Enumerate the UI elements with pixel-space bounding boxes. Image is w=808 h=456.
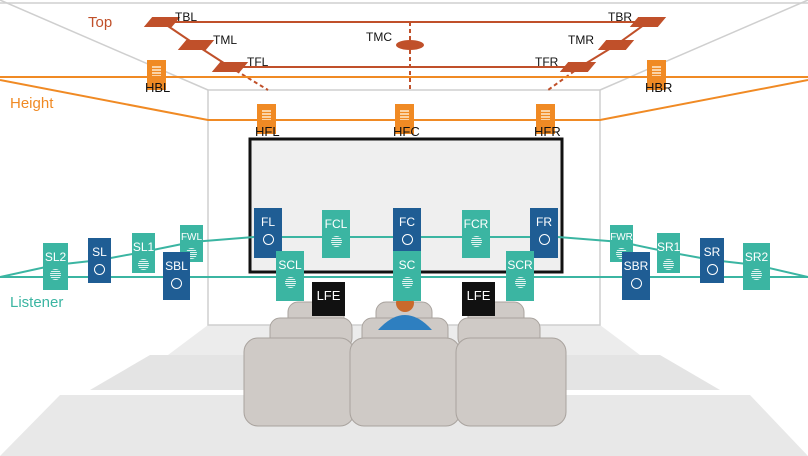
listener-speaker-scl: SCL — [276, 251, 304, 301]
circle-driver-icon — [538, 234, 550, 245]
listener-speaker-sbr: SBR — [622, 252, 650, 300]
grille-icon — [330, 236, 342, 247]
height-speaker-hbl — [147, 60, 166, 90]
speaker-label: SBL — [165, 259, 188, 273]
listener-speaker-sr1: SR1 — [657, 233, 680, 273]
circle-driver-icon — [706, 264, 718, 275]
grille-icon — [514, 277, 526, 288]
listener-speaker-sbl: SBL — [163, 252, 190, 300]
ceiling-speaker-tmc — [396, 40, 424, 50]
circle-driver-icon — [630, 278, 642, 289]
grille-icon — [186, 248, 197, 259]
speaker-label: FC — [399, 215, 415, 229]
listener-speaker-fcr: FCR — [462, 210, 490, 258]
listener-speaker-sr2: SR2 — [743, 243, 770, 290]
grille-icon — [400, 110, 409, 120]
grille-icon — [262, 110, 271, 120]
speaker-label: HFC — [393, 124, 420, 139]
listener-speaker-sl2: SL2 — [43, 243, 68, 290]
grille-icon — [470, 236, 482, 247]
grille-icon — [663, 259, 674, 270]
listener-speaker-fl: FL — [254, 208, 282, 258]
speaker-label: HFL — [255, 124, 280, 139]
speaker-label: TFL — [247, 55, 269, 69]
group-label-top: Top — [88, 14, 113, 31]
listener-speaker-fcl: FCL — [322, 210, 350, 258]
height-speaker-hbr — [647, 60, 666, 90]
circle-driver-icon — [171, 278, 182, 289]
speaker-label: FCL — [324, 217, 348, 231]
speaker-label: SL1 — [132, 240, 155, 254]
listener-speaker-fc: FC — [393, 208, 421, 258]
speaker-label: TMC — [366, 30, 392, 44]
speaker-label: SCL — [278, 258, 302, 272]
speaker-label: FR — [536, 215, 552, 229]
speaker-label: TMR — [568, 33, 594, 47]
speaker-label: TML — [213, 33, 237, 47]
height-speaker-hfr — [536, 104, 555, 134]
speaker-label: TFR — [535, 55, 559, 69]
speaker-label: SBR — [623, 259, 649, 273]
speaker-label: HBR — [645, 80, 673, 95]
grille-icon — [152, 66, 161, 76]
grille-icon — [751, 269, 762, 280]
speaker-label: SCR — [507, 258, 533, 272]
grille-icon — [401, 277, 413, 288]
group-label-height: Height — [10, 95, 54, 112]
speaker-label: SR1 — [657, 240, 681, 254]
grille-icon — [50, 269, 61, 280]
speaker-label: FWR — [610, 232, 633, 243]
subwoofer-lfe: LFE — [462, 282, 495, 316]
subwoofer-lfe: LFE — [312, 282, 345, 316]
speaker-label: FCR — [463, 217, 489, 231]
speaker-label: SC — [398, 258, 416, 272]
listener-speaker-sl1: SL1 — [132, 233, 155, 273]
grille-icon — [284, 277, 296, 288]
listener-speaker-sr: SR — [700, 238, 724, 283]
grille-icon — [616, 248, 627, 259]
speaker-label: SL2 — [44, 250, 67, 264]
speaker-label: SR2 — [744, 250, 769, 264]
speaker-label: TBR — [608, 10, 632, 24]
speaker-label: SR — [703, 245, 721, 259]
speaker-label: SL — [92, 245, 107, 259]
listener-speaker-sl: SL — [88, 238, 111, 283]
circle-driver-icon — [262, 234, 274, 245]
speaker-label: FWL — [180, 232, 203, 243]
speaker-label: FL — [260, 215, 275, 229]
listener-speaker-fr: FR — [530, 208, 558, 258]
grille-icon — [138, 259, 149, 270]
group-label-listener: Listener — [10, 294, 64, 311]
listener-speaker-sc: SC — [393, 251, 421, 301]
grille-icon — [652, 66, 661, 76]
listener-speaker-scr: SCR — [506, 251, 534, 301]
circle-driver-icon — [94, 264, 105, 275]
grille-icon — [541, 110, 550, 120]
speaker-label: HBL — [145, 80, 171, 95]
height-speaker-hfl — [257, 104, 276, 134]
height-speaker-hfc — [395, 104, 414, 134]
speaker-label: TBL — [175, 10, 198, 24]
circle-driver-icon — [401, 234, 413, 245]
speaker-label: HFR — [534, 124, 561, 139]
